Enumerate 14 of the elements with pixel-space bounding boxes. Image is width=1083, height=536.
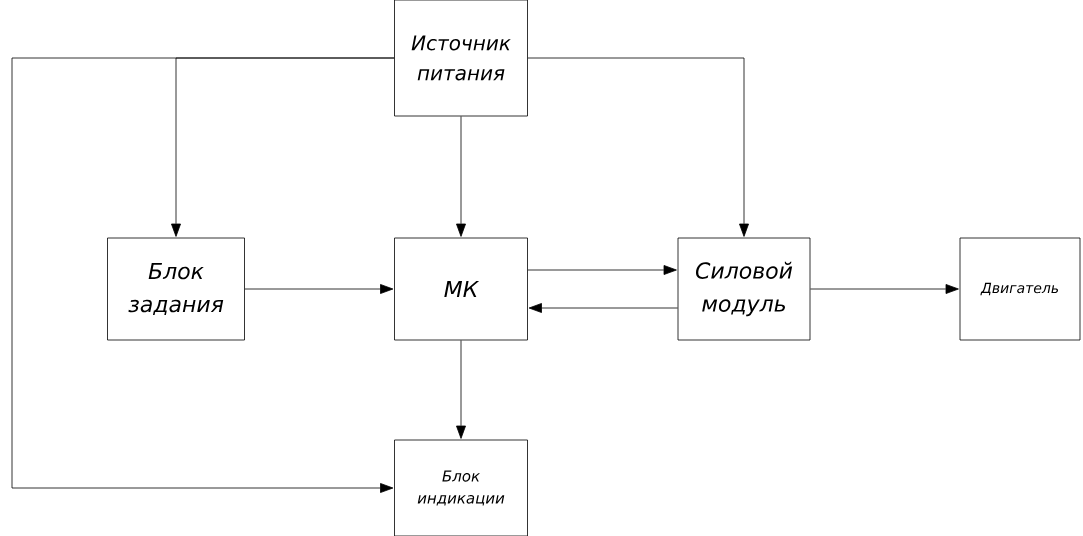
arrow bbox=[528, 303, 678, 313]
arrow bbox=[456, 340, 466, 439]
block-box: Блок индикации bbox=[394, 439, 528, 536]
block-box: Источник питания bbox=[394, 0, 528, 117]
block-box: МК bbox=[394, 237, 528, 341]
arrow bbox=[244, 284, 394, 294]
arrow bbox=[810, 284, 959, 294]
block-box: Силовой модуль bbox=[677, 237, 811, 341]
arrow bbox=[527, 265, 677, 275]
arrow bbox=[456, 116, 466, 237]
arrow bbox=[11, 57, 395, 493]
arrow bbox=[527, 57, 749, 237]
block-box: Двигатель bbox=[959, 237, 1081, 341]
block-box: Блок задания bbox=[107, 237, 245, 341]
